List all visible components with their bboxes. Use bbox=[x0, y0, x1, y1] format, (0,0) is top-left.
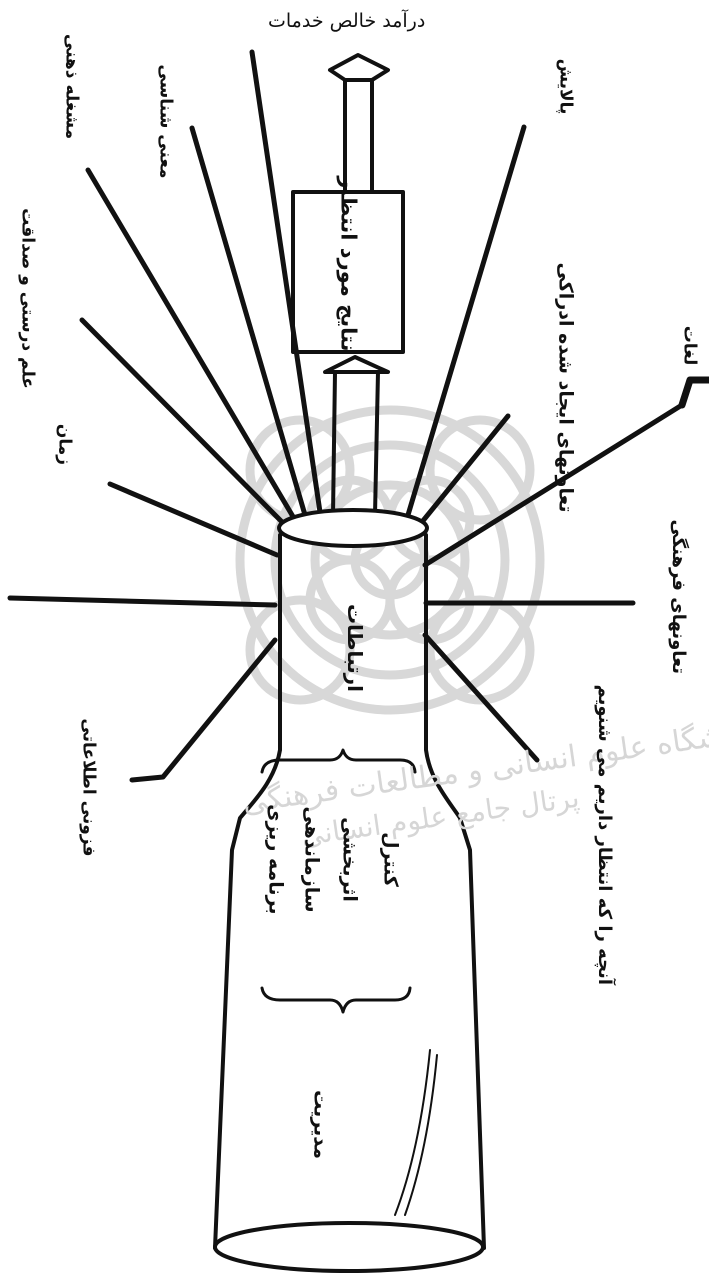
expected-results-label: نتایج مورد انتظار bbox=[338, 188, 359, 352]
ray-label-time: زمان bbox=[56, 415, 73, 475]
function-planning: برنامه ریزی bbox=[266, 805, 285, 915]
lower-arrow-head bbox=[325, 357, 388, 372]
top-title: درآمد خالص خدمات bbox=[268, 12, 425, 31]
management-label: مدیریت bbox=[311, 1085, 330, 1165]
function-organizing: سازماندهی bbox=[302, 805, 321, 915]
ray-label-words: لغات bbox=[681, 321, 698, 371]
ray-label-perceptual-cooperation: تعاونهای ایجاد شده ادراکی bbox=[556, 263, 575, 513]
ray-label-semantics: معنی شناسی bbox=[157, 79, 174, 179]
bottle-neck-opening bbox=[279, 510, 427, 546]
ray-label-information-overload: فزونی اطلاعاتی bbox=[80, 737, 97, 857]
bottle-shine-lines bbox=[395, 1050, 437, 1215]
ray-label-truth-honesty: علم درستی و صداقت bbox=[19, 199, 36, 399]
top-arrow-shaft bbox=[345, 80, 372, 190]
ray-label-filtering: پالایش bbox=[557, 47, 574, 127]
ray-label-cultural-cooperation: تعاونهای فرهنگی bbox=[669, 534, 687, 674]
ray-label-what-we-expect: آنچه را که انتظار داریم می شنویم bbox=[595, 705, 613, 985]
function-control: کنترل bbox=[381, 805, 400, 915]
bottle-base bbox=[215, 1223, 483, 1271]
brace-bottom bbox=[262, 988, 410, 1012]
function-effectiveness: اثربخشی bbox=[340, 805, 359, 915]
communications-label: ارتباطات bbox=[345, 603, 365, 693]
ray-label-mental-preoccupation: مشغله ذهنی bbox=[63, 32, 80, 142]
top-arrow-head bbox=[330, 55, 388, 80]
